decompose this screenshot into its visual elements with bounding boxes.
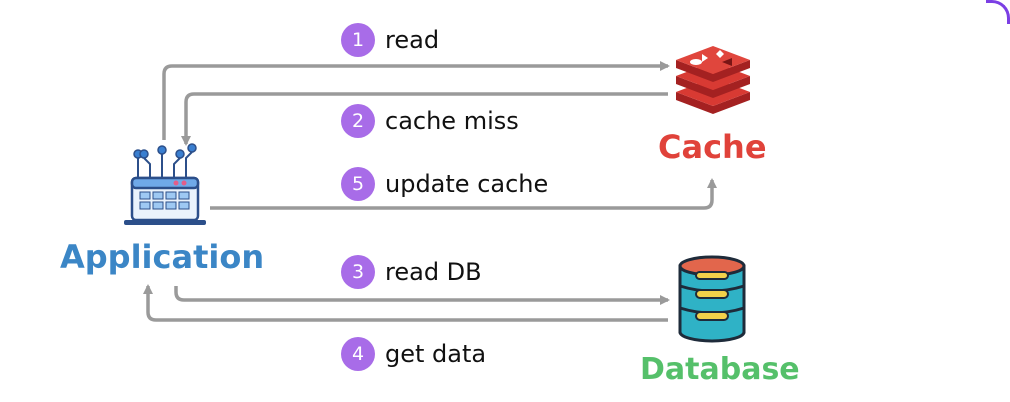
arrow-get-data (143, 284, 668, 322)
step-cache-miss: 2 cache miss (341, 103, 519, 139)
step-number-badge: 5 (341, 167, 375, 201)
arrow-read-db (174, 286, 670, 305)
arrow-update-cache (210, 178, 717, 210)
step-label: update cache (385, 170, 549, 198)
step-update-cache: 5 update cache (341, 166, 548, 202)
step-number-badge: 4 (341, 337, 375, 371)
step-number-badge: 2 (341, 104, 375, 138)
database-label: Database (640, 352, 800, 387)
arrow-cache-miss (181, 92, 668, 146)
step-number-badge: 3 (341, 255, 375, 289)
application-label: Application (60, 238, 265, 276)
frame-corner-accent (986, 0, 1010, 24)
step-read: 1 read (341, 22, 439, 58)
arrow-read (162, 61, 670, 140)
cache-label: Cache (658, 128, 767, 166)
step-read-db: 3 read DB (341, 254, 482, 290)
step-label: get data (385, 340, 487, 368)
app-window-icon (124, 143, 206, 225)
step-get-data: 4 get data (341, 336, 486, 372)
database-cylinder-icon (678, 255, 746, 343)
step-label: read DB (385, 258, 482, 286)
step-number-badge: 1 (341, 23, 375, 57)
step-label: read (385, 26, 440, 54)
step-label: cache miss (385, 107, 519, 135)
redis-stack-icon (676, 46, 750, 114)
